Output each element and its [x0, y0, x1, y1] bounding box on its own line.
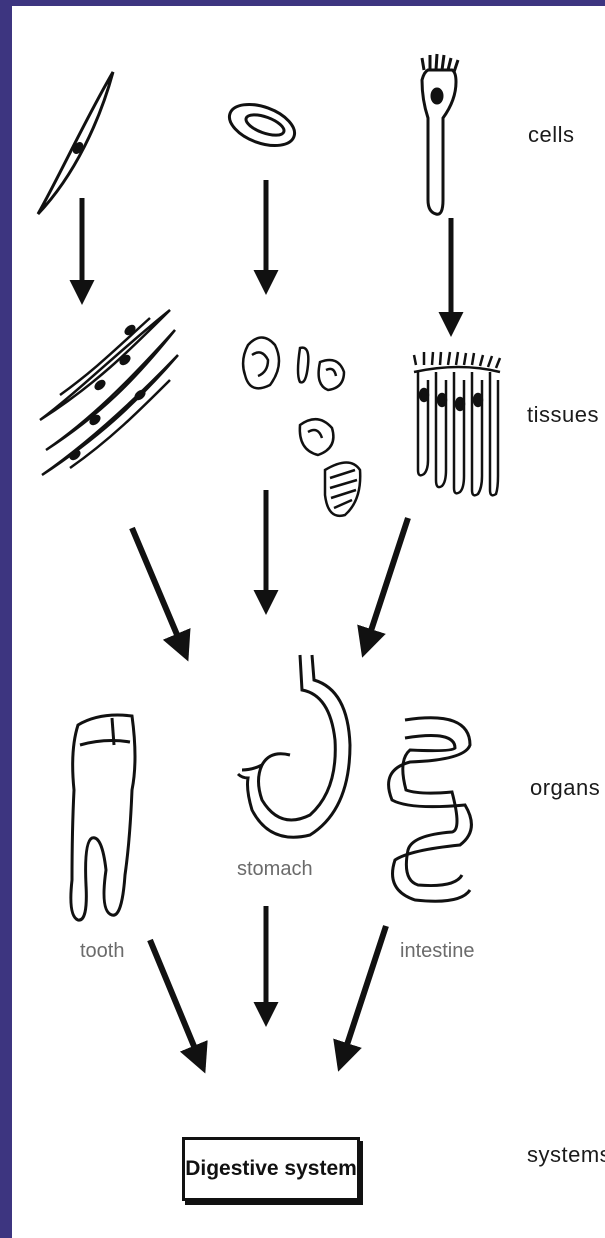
arrow-intestine-to-system	[340, 926, 386, 1066]
muscle-tissue-icon	[40, 310, 178, 475]
level-label-systems: systems	[527, 1142, 605, 1168]
arrow-epithelial-tissue-to-stomach	[364, 518, 408, 652]
smooth-muscle-cell-icon	[38, 72, 113, 214]
organ-label-stomach: stomach	[237, 858, 313, 881]
digestive-system-box: Digestive system	[182, 1137, 360, 1201]
fat-cell-icon	[224, 96, 300, 153]
tooth-icon	[71, 715, 135, 920]
arrow-muscle-tissue-to-stomach	[132, 528, 186, 656]
level-label-tissues: tissues	[527, 402, 599, 428]
connective-tissue-icon	[243, 338, 360, 516]
arrow-tooth-to-system	[150, 940, 203, 1068]
organ-label-tooth: tooth	[80, 940, 124, 963]
epithelial-tissue-icon	[414, 352, 500, 495]
epithelial-cell-icon	[422, 54, 458, 214]
level-label-cells: cells	[528, 122, 575, 148]
organ-label-intestine: intestine	[400, 940, 475, 963]
intestine-icon	[389, 718, 472, 901]
level-label-organs: organs	[530, 775, 600, 801]
stomach-icon	[238, 655, 350, 837]
